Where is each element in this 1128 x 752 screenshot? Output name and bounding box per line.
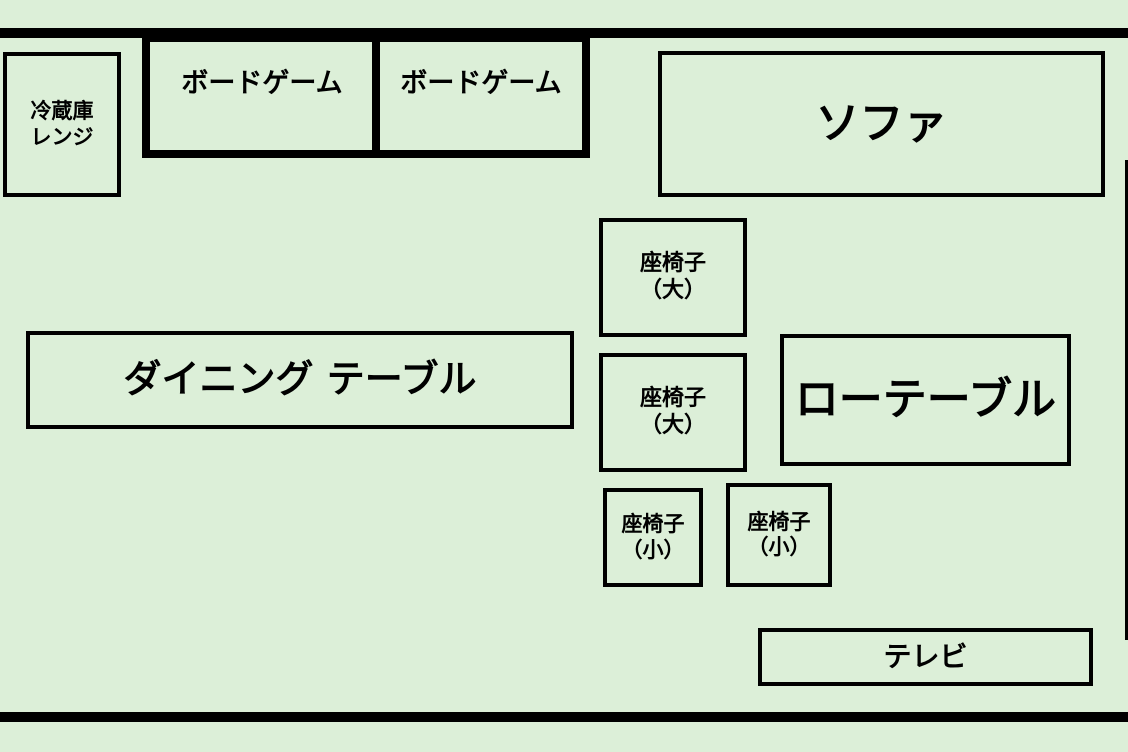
floor-chair-size: （小） (747, 535, 811, 559)
tv-label: テレビ (883, 640, 968, 674)
top-wall (0, 28, 1128, 38)
floor-chair-label: 座椅子 (621, 512, 685, 537)
sofa[interactable]: ソファ (658, 51, 1105, 197)
low-table[interactable]: ローテーブル (780, 334, 1071, 466)
floor-chair-label: 座椅子 (747, 509, 811, 534)
low-table-label: ローテーブル (794, 373, 1057, 425)
floor-chair-small-1[interactable]: 座椅子 （小） (603, 488, 703, 587)
board-game-label-2: ボードゲーム (400, 68, 562, 99)
floor-chair-label: 座椅子 (639, 251, 706, 277)
fridge-label: 冷蔵庫 (30, 99, 94, 124)
board-game-shelf-1[interactable]: ボードゲーム (142, 34, 382, 158)
floor-chair-small-2[interactable]: 座椅子 （小） (726, 483, 832, 587)
tv[interactable]: テレビ (758, 628, 1093, 686)
dining-table-label: ダイニング テーブル (123, 357, 477, 402)
bottom-wall (0, 712, 1128, 722)
floor-chair-large-1[interactable]: 座椅子 （大） (599, 218, 747, 337)
floor-chair-size: （大） (639, 277, 706, 303)
fridge-microwave[interactable]: 冷蔵庫 レンジ (3, 52, 121, 197)
dining-table[interactable]: ダイニング テーブル (26, 331, 574, 429)
board-game-shelf-2[interactable]: ボードゲーム (372, 34, 590, 158)
floor-chair-size: （大） (639, 412, 706, 438)
sofa-label: ソファ (815, 97, 948, 149)
microwave-label: レンジ (30, 124, 94, 149)
floor-chair-size: （小） (621, 537, 685, 562)
floor-chair-large-2[interactable]: 座椅子 （大） (599, 353, 747, 472)
floor-chair-label: 座椅子 (639, 386, 706, 412)
right-wall (1125, 160, 1128, 640)
board-game-label-1: ボードゲーム (181, 68, 343, 99)
